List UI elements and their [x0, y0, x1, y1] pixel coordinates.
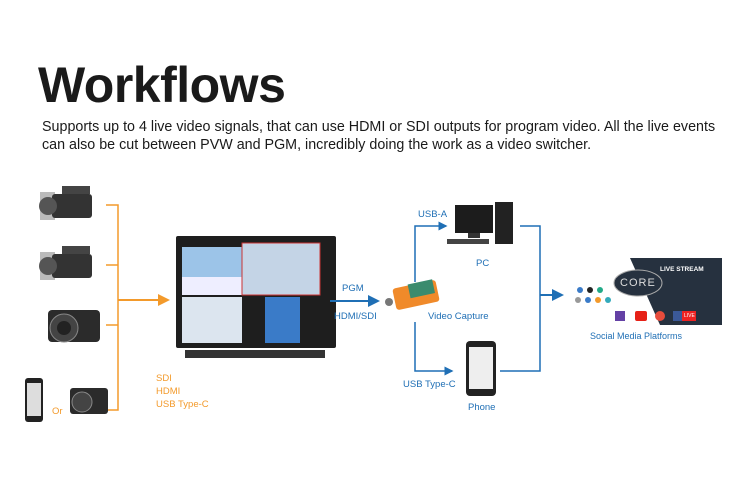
- periscope-icon: [655, 311, 665, 321]
- input-connector-lines: [106, 204, 170, 411]
- twitch-icon: [615, 311, 625, 321]
- phone-label: Phone: [468, 402, 496, 413]
- camcorder-icon-2: [39, 246, 92, 280]
- usb-a-label: USB-A: [418, 209, 448, 220]
- multiview-monitor: [176, 236, 336, 358]
- youtube-icon: [635, 311, 647, 321]
- streaming-app-icons: [575, 287, 611, 303]
- facebook-icon: [673, 311, 682, 321]
- pgm-label: PGM: [342, 283, 364, 294]
- phone-icon: [466, 341, 496, 396]
- description: Supports up to 4 live video signals, tha…: [42, 119, 716, 153]
- camera-icon-small: [70, 388, 108, 414]
- output-connector-lines: [330, 221, 564, 376]
- or-label: Or: [52, 406, 63, 417]
- pc-icon: [447, 202, 513, 244]
- camera-icon: [48, 310, 100, 343]
- facebook-live-text: LIVE: [684, 313, 695, 319]
- live-stream-label: LIVE STREAM: [660, 266, 704, 273]
- social-media-panel: [575, 258, 722, 325]
- facebook-live-badge: [682, 311, 696, 321]
- connection-label-usbc: USB Type-C: [156, 399, 209, 410]
- hdmi-sdi-label: HDMI/SDI: [334, 311, 377, 322]
- smartphone-icon: [25, 378, 43, 422]
- social-media-label: Social Media Platforms: [590, 331, 683, 341]
- page-title: Workflows: [38, 57, 286, 113]
- camcorder-icon-1: [39, 186, 92, 220]
- core-logo: CORE: [620, 277, 656, 289]
- connection-label-sdi: SDI: [156, 373, 172, 384]
- pc-label: PC: [476, 258, 490, 269]
- usb-type-c-label: USB Type-C: [403, 379, 456, 390]
- video-capture-label: Video Capture: [428, 311, 489, 322]
- connection-label-hdmi: HDMI: [156, 386, 181, 397]
- video-capture-device-icon: [385, 279, 440, 310]
